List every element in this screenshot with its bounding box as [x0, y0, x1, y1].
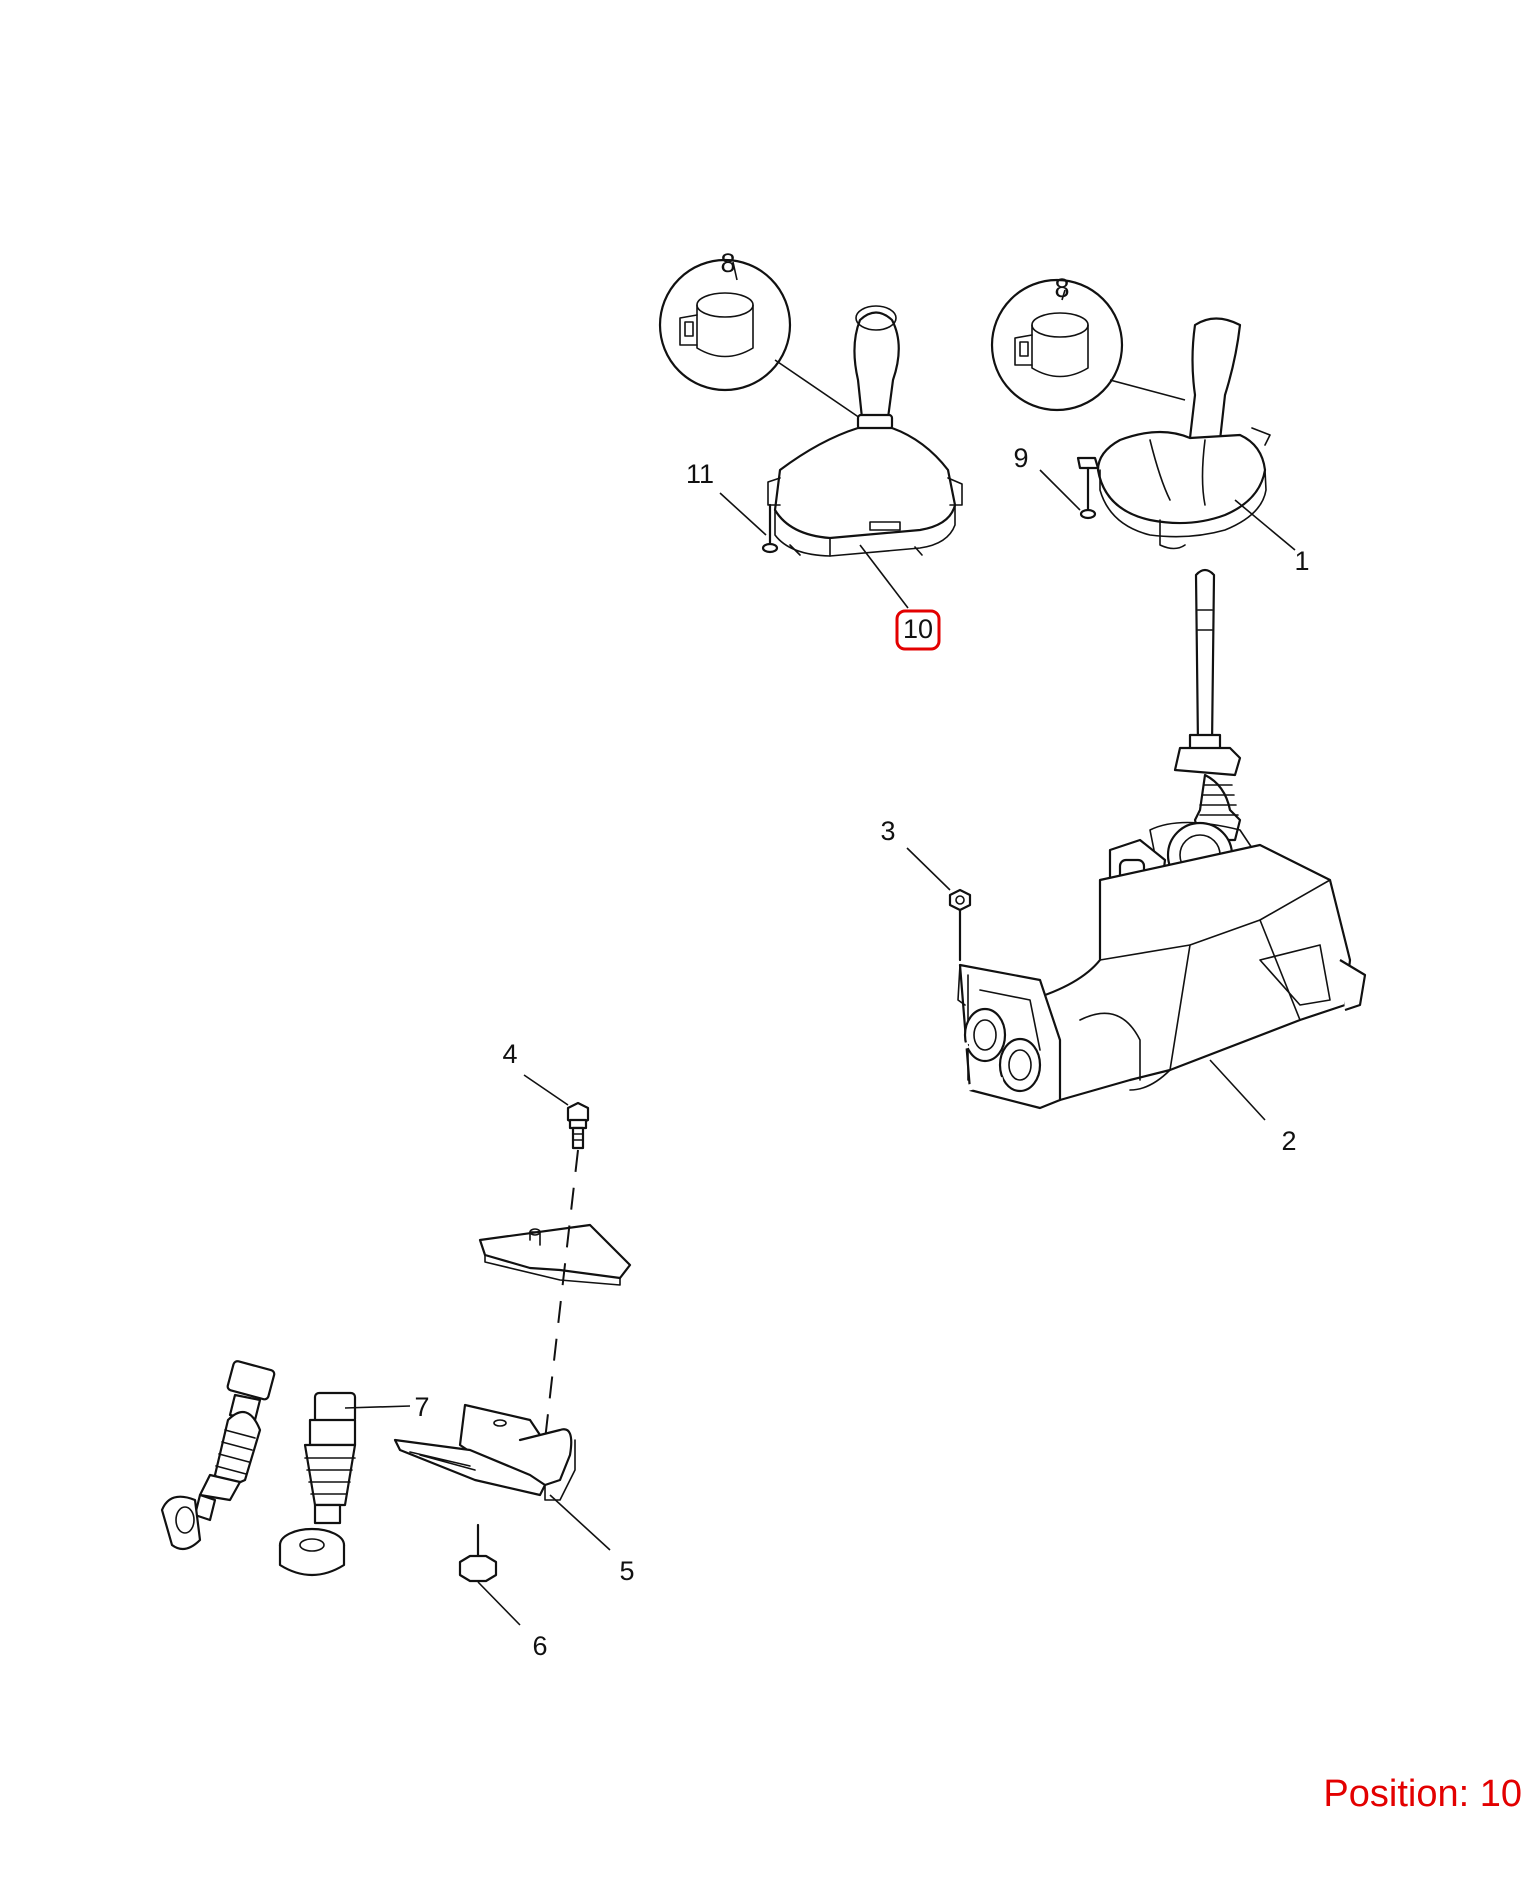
bolt-6[interactable]	[458, 1523, 521, 1626]
highlight-box-10	[895, 609, 941, 651]
leader-8a	[732, 261, 738, 281]
callout-2: 2	[1281, 1126, 1296, 1156]
retainer-5[interactable]	[393, 1403, 611, 1551]
cable-ends	[963, 1007, 1042, 1093]
callout-6: 6	[532, 1631, 547, 1661]
bolt-4[interactable]	[523, 1074, 590, 1441]
callout-8-right: 8	[1054, 273, 1069, 303]
clamp-detail-left	[658, 258, 861, 419]
screw-11[interactable]	[719, 492, 779, 554]
shift-lever-rod	[1173, 568, 1242, 777]
leader-2	[1209, 1059, 1266, 1121]
callout-4: 4	[502, 1039, 517, 1069]
screw-9[interactable]	[1039, 456, 1100, 520]
nut-3[interactable]	[906, 847, 972, 962]
clamp-detail-right	[990, 278, 1186, 412]
callout-3: 3	[880, 816, 895, 846]
leader-8b	[1061, 289, 1066, 301]
position-label: Position: 10	[1323, 1773, 1522, 1815]
shift-knob-boot-assembly-10[interactable]	[767, 305, 963, 557]
leader-10	[859, 544, 909, 609]
shift-knob-boot-assembly-1[interactable]	[1096, 317, 1296, 551]
callout-8-left: 8	[720, 248, 735, 278]
callout-5: 5	[619, 1556, 634, 1586]
callout-1: 1	[1294, 546, 1309, 576]
callout-10[interactable]: 10	[903, 614, 933, 644]
callout-7: 7	[414, 1392, 429, 1422]
callout-11: 11	[686, 459, 714, 489]
callout-9: 9	[1013, 443, 1028, 473]
cable-bracket	[478, 1223, 632, 1286]
